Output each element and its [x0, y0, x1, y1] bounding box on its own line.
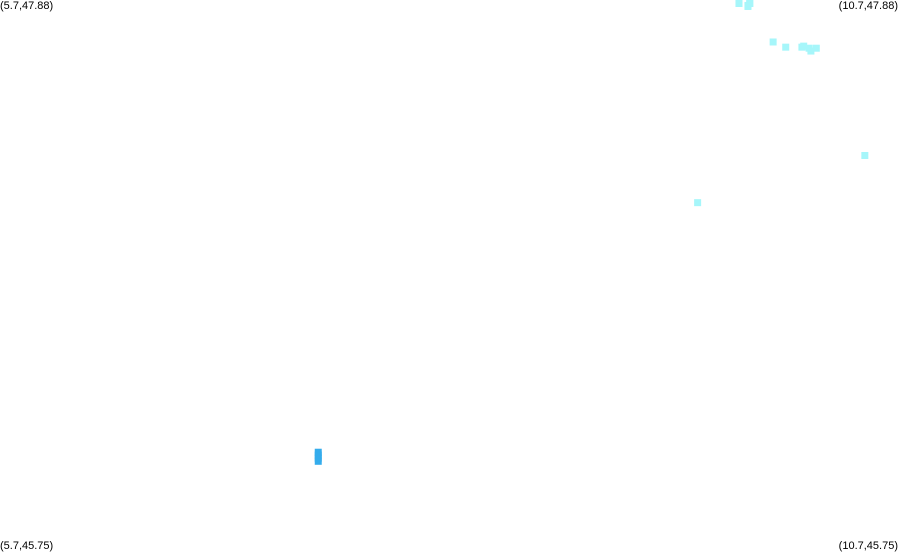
map-point	[769, 38, 777, 46]
map-point	[812, 44, 820, 52]
map-point	[744, 2, 752, 10]
map-point	[861, 151, 869, 159]
map-point	[807, 47, 815, 55]
map-point	[800, 42, 808, 50]
map-point	[782, 43, 790, 51]
corner-label-top-left: (5.7,47.88)	[0, 0, 54, 12]
corner-label-bottom-right: (10.7,45.75)	[838, 540, 898, 552]
corner-label-bottom-left: (5.7,45.75)	[0, 540, 54, 552]
map-point	[735, 0, 743, 7]
map-point	[314, 457, 322, 465]
map-point	[694, 199, 702, 207]
corner-label-top-right: (10.7,47.88)	[838, 0, 898, 12]
